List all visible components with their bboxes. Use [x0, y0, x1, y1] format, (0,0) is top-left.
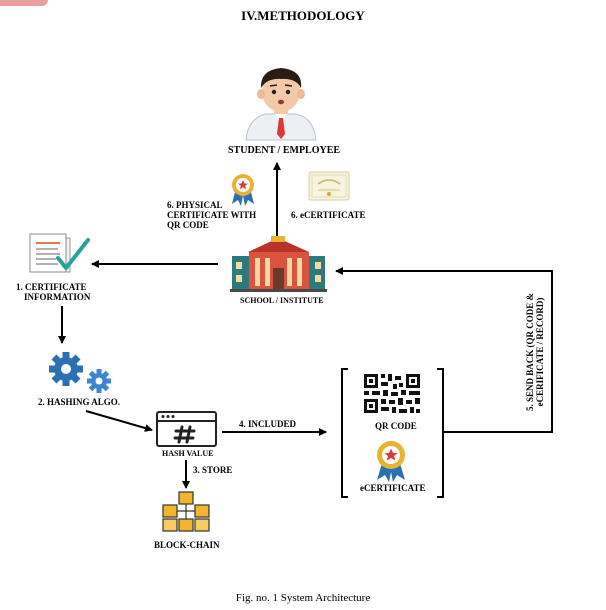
student-icon: [245, 68, 317, 141]
ecertificate-rosette-icon: [377, 441, 405, 482]
corner-decoration: [0, 0, 48, 6]
rosette-icon: [232, 174, 254, 206]
physical-cert-label-line1: 6. PHYSICAL: [167, 200, 223, 210]
hash-window-icon: [156, 411, 217, 447]
ecertificate-label: eCERTIFICATE: [360, 483, 426, 493]
bracket-right: [437, 368, 444, 498]
student-label: STUDENT / EMPLOYEE: [228, 145, 341, 156]
cert-info-label-line2: INFORMATION: [24, 292, 91, 302]
gears-icon: [49, 352, 111, 393]
school-label: SCHOOL / INSTITUTE: [240, 296, 324, 305]
physical-cert-label-line3: QR CODE: [167, 220, 209, 230]
figure-caption: Fig. no. 1 System Architecture: [235, 592, 371, 604]
blockchain-label: BLOCK-CHAIN: [154, 540, 220, 550]
arrow-send-back: [335, 267, 553, 433]
physical-cert-label-line2: CERTIFICATE WITH: [167, 210, 257, 220]
page-title: IV.METHODOLOGY: [241, 8, 365, 23]
arrow-to-hash-value: [85, 410, 153, 432]
send-back-label-line1: 5. SEND BACK (QR CODE &: [525, 293, 535, 412]
qr-code-label: QR CODE: [375, 421, 417, 431]
certificate-document-icon: [29, 233, 90, 273]
send-back-label-line2: eCERIFICATE / RECORD): [535, 297, 545, 407]
hash-value-label: HASH VALUE: [162, 449, 214, 458]
blockchain-icon: [162, 491, 210, 532]
store-label: 3. STORE: [193, 465, 233, 475]
school-building-icon: [230, 236, 327, 292]
ecertificate-edge-label: 6. eCERTIFICATE: [291, 210, 366, 220]
included-label: 4. INCLUDED: [239, 419, 297, 429]
qr-code-icon: [364, 374, 420, 413]
cert-info-label-line1: 1. CERTIFICATE: [16, 282, 87, 292]
hashing-label: 2. HASHING ALGO.: [38, 397, 121, 407]
ecertificate-paper-icon: [308, 171, 350, 201]
bracket-left: [341, 368, 348, 498]
